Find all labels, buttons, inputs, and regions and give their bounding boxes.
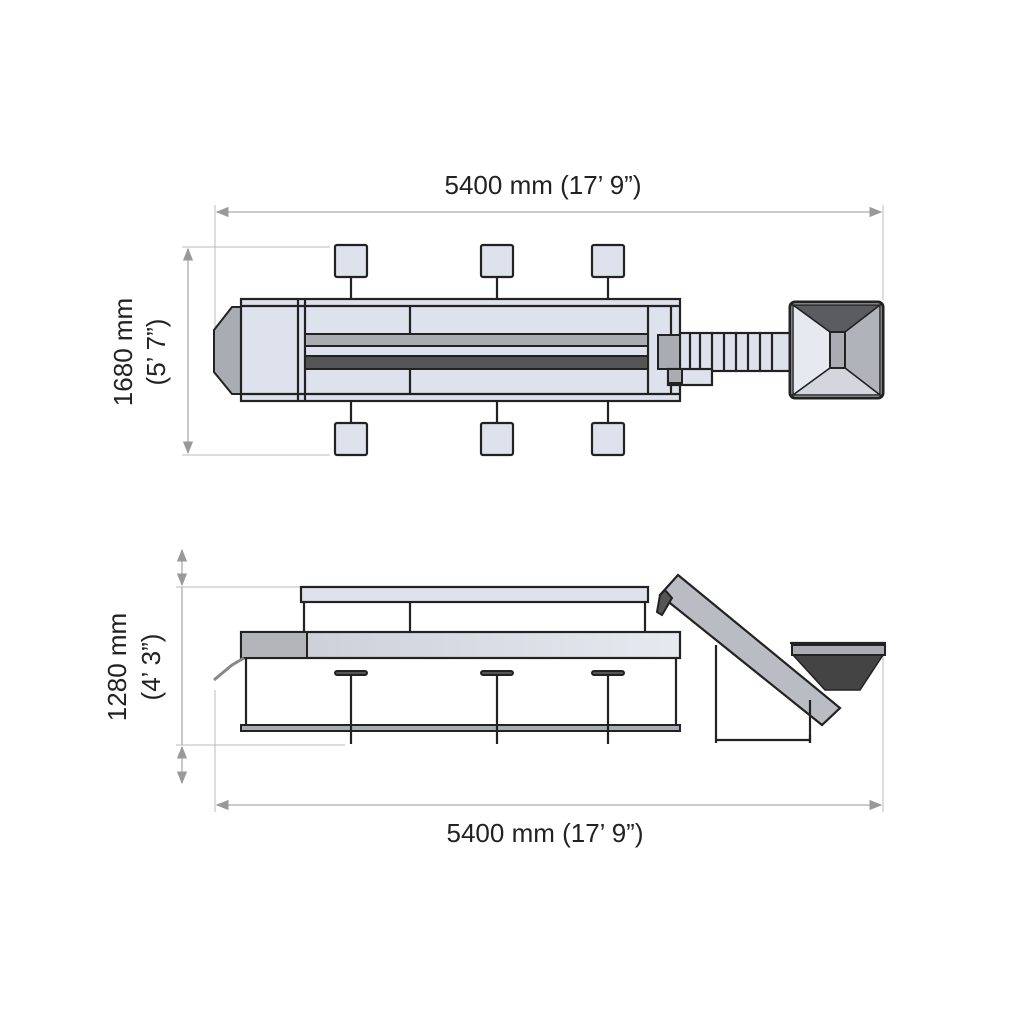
side-height-label-metric: 1280 mm	[102, 613, 132, 721]
incline-conveyor-top	[657, 331, 792, 387]
discharge-nose	[213, 306, 242, 395]
leg-stands-side	[334, 670, 625, 744]
side-length-dimension: 5400 mm (17’ 9”)	[214, 650, 884, 848]
top-width-dimension: 1680 mm (5’ 7”)	[108, 246, 330, 456]
top-width-label-metric: 1680 mm	[108, 298, 138, 406]
incline-conveyor-side	[655, 573, 886, 743]
top-width-label-imperial: (5’ 7”)	[141, 319, 171, 386]
side-height-label-imperial: (4’ 3”)	[136, 634, 166, 701]
side-length-label: 5400 mm (17’ 9”)	[447, 818, 644, 848]
machine-top-view	[213, 243, 885, 457]
top-length-dimension: 5400 mm (17’ 9”)	[214, 170, 884, 330]
leg-pads-top	[333, 243, 626, 457]
hopper-top	[788, 300, 885, 400]
side-view: 1280 mm (4’ 3”) 5400 mm (17’ 9”)	[102, 548, 886, 848]
top-length-label: 5400 mm (17’ 9”)	[445, 170, 642, 200]
side-height-dimension: 1280 mm (4’ 3”)	[102, 548, 345, 785]
machine-side-view	[213, 573, 886, 744]
machine-body	[239, 297, 682, 403]
belt-light	[304, 333, 649, 347]
top-view: 5400 mm (17’ 9”) 1680 mm (5’ 7”)	[108, 170, 885, 457]
top-rail	[299, 585, 650, 604]
belt-dark	[304, 355, 649, 370]
